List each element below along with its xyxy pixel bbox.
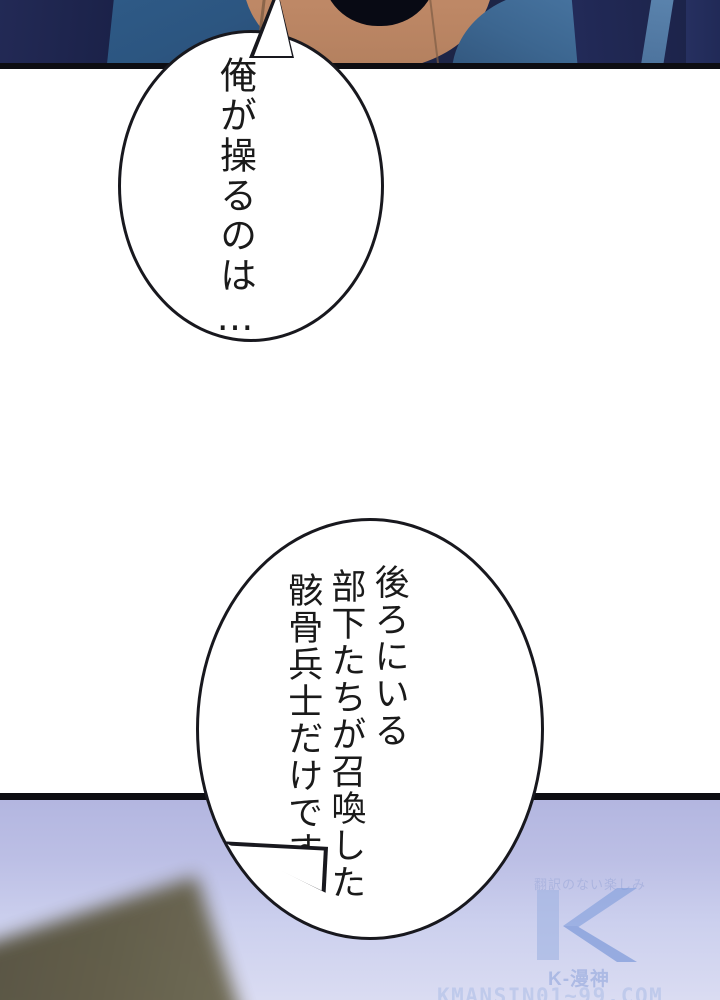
speech-bubble-2-column-2: 部下たちが召喚した — [325, 568, 366, 901]
speech-bubble-1: 俺が操るのは… — [118, 0, 384, 342]
speech-bubble-1-tail — [254, 0, 292, 56]
speech-bubble-2-text-block: 後ろにいる 部下たちが召喚した 骸骨兵士だけです — [282, 564, 409, 901]
cloak-far-right-shape — [686, 0, 720, 63]
cloak-right-shape — [570, 0, 700, 63]
speech-bubble-2-column-3: 骸骨兵士だけです — [282, 572, 323, 868]
panel-top-artwork — [0, 0, 720, 63]
panel-divider-top — [0, 63, 720, 69]
speech-bubble-2-column-1: 後ろにいる — [368, 564, 409, 749]
speech-bubble-2-tail — [224, 845, 324, 921]
speech-bubble-2-body — [196, 518, 544, 940]
speech-bubble-2: 後ろにいる 部下たちが召喚した 骸骨兵士だけです — [196, 518, 544, 940]
cloak-left-shadow-shape — [0, 0, 115, 63]
speech-bubble-1-text: 俺が操るのは… — [213, 56, 257, 342]
